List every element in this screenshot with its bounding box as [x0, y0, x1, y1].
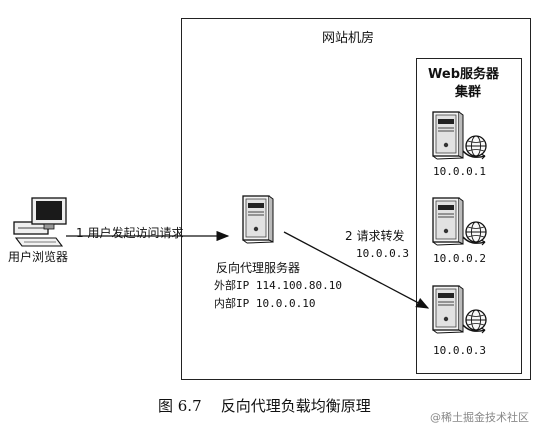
- server-1-ip: 10.0.0.1: [433, 165, 486, 178]
- proxy-outer-ip: 外部IP 114.100.80.10: [214, 279, 342, 292]
- web-server-2-icon: [432, 197, 464, 246]
- server-3-ip: 10.0.0.3: [433, 344, 486, 357]
- computer-icon: [13, 197, 67, 247]
- proxy-name: 反向代理服务器: [216, 261, 301, 275]
- data-center-title: 网站机房: [322, 31, 375, 46]
- server-cluster-box: [416, 58, 522, 374]
- forward-arrow: [283, 231, 430, 309]
- web-server-3-icon: [432, 285, 464, 334]
- forward-target-ip: 10.0.0.3: [356, 247, 409, 260]
- cluster-title-line1: Web服务器: [428, 67, 499, 82]
- browser-label: 用户浏览器: [8, 250, 69, 264]
- forward-step-label: 2 请求转发: [345, 229, 405, 243]
- cluster-title-line2: 集群: [455, 85, 482, 100]
- proxy-inner-ip: 内部IP 10.0.0.10: [214, 297, 316, 310]
- watermark: @稀土掘金技术社区: [430, 411, 529, 424]
- request-step-label: 1 用户发起访问请求: [76, 226, 184, 240]
- network-globe-icon: [462, 135, 487, 160]
- network-globe-icon: [462, 309, 487, 334]
- data-center-box: [181, 18, 531, 380]
- web-server-1-icon: [432, 111, 464, 160]
- figure-caption: 图 6.7 反向代理负载均衡原理: [158, 397, 371, 415]
- server-2-ip: 10.0.0.2: [433, 252, 486, 265]
- proxy-server-icon: [242, 195, 274, 244]
- network-globe-icon: [462, 221, 487, 246]
